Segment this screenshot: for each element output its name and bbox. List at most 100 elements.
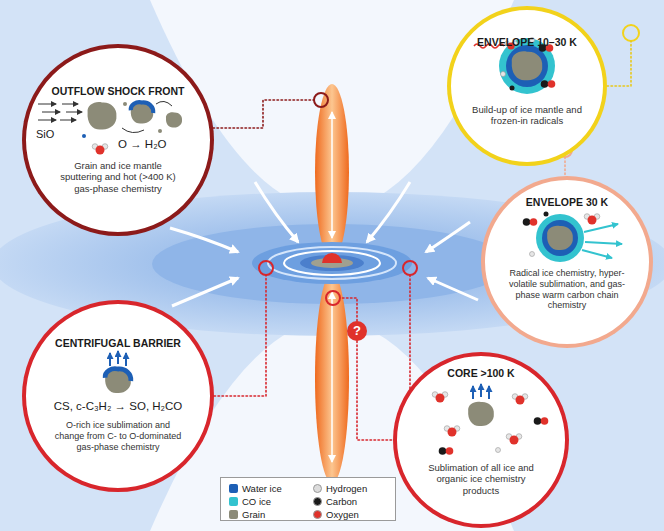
location-markers (259, 261, 273, 275)
protostellar-disk (322, 253, 342, 263)
legend-label: CO ice (242, 495, 271, 508)
warm-envelope-scene (547, 226, 573, 250)
core-scene (473, 384, 489, 399)
core-scene (472, 386, 474, 399)
formula-label: SiO (36, 128, 54, 141)
core-scene (516, 396, 525, 405)
shock-scene (82, 134, 86, 138)
warm-envelope-scene (582, 250, 612, 258)
shock-scene (66, 112, 82, 113)
infall-arrows (170, 228, 238, 252)
barrier-scene (117, 351, 119, 364)
callout-description: Sublimation of all ice and organic ice c… (424, 462, 538, 496)
atom-swatch (313, 497, 322, 506)
leader-lines (213, 100, 314, 128)
leader-line (357, 341, 393, 440)
callout-description: O-rich ice sublimation and change from C… (51, 420, 186, 452)
cold-envelope-scene (506, 45, 548, 87)
region-callout: ENVELOPE 10–30 K Build-up of ice mantle a… (447, 6, 607, 166)
leader-lines (340, 298, 357, 321)
callout-heading: ENVELOPE 30 K (526, 196, 608, 209)
region-callout: ENVELOPE 30 K Radical ice chemistry, hype… (481, 176, 653, 348)
core-scene (496, 448, 501, 453)
shock-scene (131, 102, 154, 113)
warm-envelope-scene (585, 242, 622, 244)
callout-heading: OUTFLOW SHOCK FRONT (52, 85, 185, 98)
shock-scene (131, 102, 154, 123)
warm-envelope-scene (584, 224, 618, 232)
core-scene (436, 394, 445, 403)
atom-swatch (313, 510, 322, 519)
protostellar-disk (284, 251, 380, 275)
protostellar-disk (252, 242, 412, 284)
warm-envelope-scene (530, 252, 535, 257)
outflow-jets (331, 112, 333, 238)
callout-heading: CORE >100 K (447, 367, 514, 380)
warm-envelope-scene (536, 214, 584, 262)
infall-arrows (428, 278, 478, 300)
shock-scene (123, 102, 127, 106)
barrier-scene (109, 353, 111, 366)
region-callout: OUTFLOW SHOCK FRONTSiOO → H₂OGrain and i… (22, 44, 214, 236)
warm-envelope-scene (530, 218, 538, 226)
core-scene (439, 447, 447, 455)
question-marker: ? (347, 321, 367, 341)
shock-scene (92, 144, 108, 155)
legend-label: Carbon (326, 495, 357, 508)
warm-envelope-scene (582, 224, 622, 258)
callout-grounds (449, 8, 605, 164)
warm-envelope-scene (544, 212, 549, 217)
core-scene (432, 392, 448, 403)
warm-envelope-scene (584, 214, 600, 225)
core-scene (541, 417, 549, 425)
region-callout: CENTRIFUGAL BARRIER CS, c-C₃H₂ → SO, H₂CO… (22, 300, 214, 492)
callout-heading: CENTRIFUGAL BARRIER (55, 337, 181, 350)
barrier-scene (105, 351, 131, 393)
material-swatch (229, 484, 238, 493)
shock-scene (42, 112, 60, 113)
leader-lines (214, 275, 266, 396)
callout-description: Radical ice chemistry, hyper-volatile su… (507, 268, 628, 311)
infall-arrows (255, 182, 298, 242)
shock-scene (38, 101, 182, 154)
shock-scene (38, 120, 56, 121)
shock-scene (38, 104, 56, 105)
core-scene (432, 384, 548, 455)
barrier-scene (105, 369, 131, 393)
cold-envelope-scene (548, 80, 556, 88)
shock-scene (122, 128, 144, 133)
core-scene (510, 436, 519, 445)
barrier-scene (110, 351, 126, 366)
callout-heading: ENVELOPE 10–30 K (477, 36, 577, 49)
callout-description: Build-up of ice mantle and frozen-in rad… (468, 104, 586, 127)
infall-arrows (426, 222, 470, 252)
core-scene (444, 426, 460, 437)
material-swatch (229, 510, 238, 519)
callout-grounds (24, 46, 212, 234)
infall-arrows (172, 278, 238, 306)
location-markers (326, 291, 340, 305)
core-scene (506, 434, 522, 445)
core-scene (480, 384, 482, 397)
outflow-jets (315, 84, 349, 260)
atom-swatch (313, 484, 322, 493)
location-markers (403, 261, 417, 275)
legend-label: Water ice (242, 482, 282, 495)
legend-label: Oxygen (326, 508, 359, 521)
cold-envelope-scene (501, 72, 506, 77)
core-scene (439, 447, 454, 455)
core-scene (446, 447, 454, 455)
warm-envelope-scene (588, 216, 597, 225)
shock-scene (166, 112, 182, 127)
callout-grounds (483, 178, 651, 346)
cold-envelope-scene (510, 86, 515, 91)
legend-label: Hydrogen (326, 482, 367, 495)
cold-envelope-scene (512, 51, 543, 80)
formula-label: CS, c-C₃H₂ → SO, H₂CO (54, 400, 183, 414)
barrier-scene (105, 369, 131, 381)
question-mark: ? (347, 321, 367, 341)
legend-label: Grain (242, 508, 265, 521)
core-scene (534, 417, 542, 425)
leader-lines (564, 157, 566, 177)
